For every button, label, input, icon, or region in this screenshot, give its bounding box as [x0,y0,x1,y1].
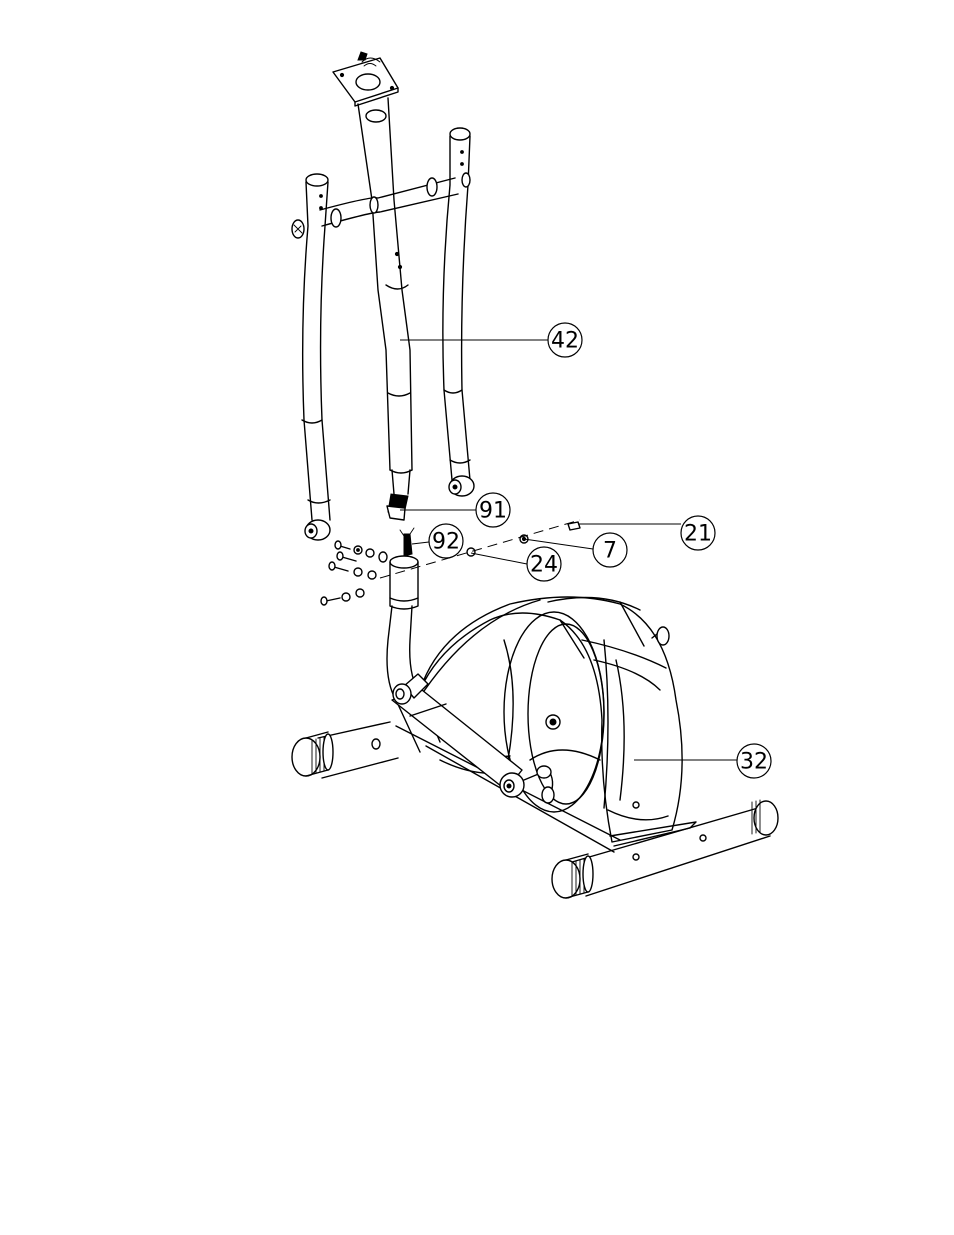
callout-label-92: 92 [432,530,460,555]
fasteners-left [321,541,387,605]
callout-label-7: 7 [603,539,617,564]
callout-21: 21 [681,516,715,550]
callout-label-32: 32 [740,750,768,775]
callout-label-91: 91 [479,499,507,524]
callout-label-42: 42 [551,329,579,354]
callout-label-24: 24 [530,553,558,578]
callout-7: 7 [593,533,627,567]
callout-42: 42 [548,323,582,357]
callout-24: 24 [527,547,561,581]
callout-label-21: 21 [684,522,712,547]
callout-92: 92 [429,524,463,558]
callout-91: 91 [476,493,510,527]
callout-32: 32 [737,744,771,778]
handlebar-assembly [292,52,474,540]
base-frame [292,528,778,898]
